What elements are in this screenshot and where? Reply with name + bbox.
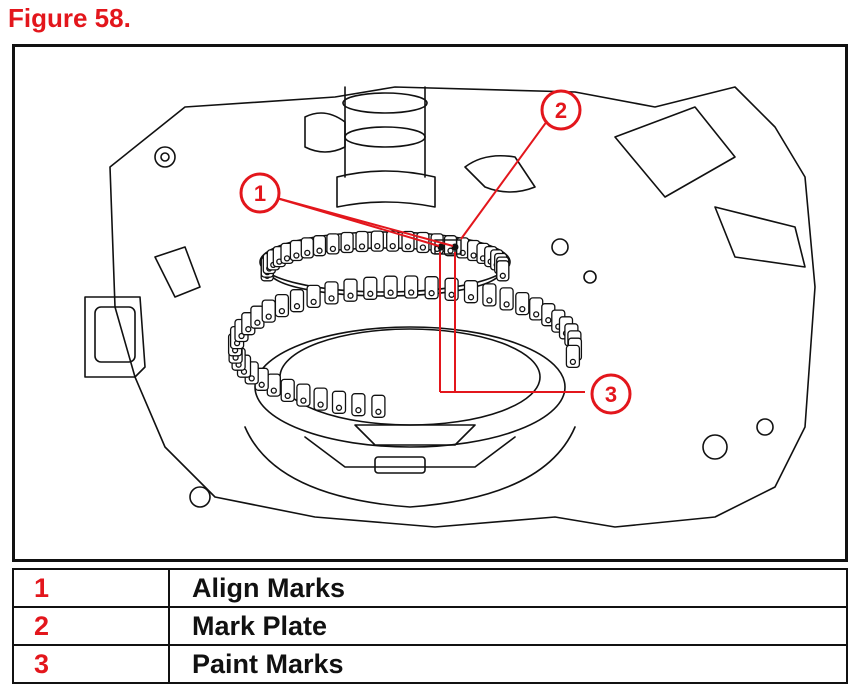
chain-pin [328,295,335,302]
legend-number: 2 [12,606,170,646]
chain-link [424,276,439,300]
chain-pin [310,298,317,306]
timing-chain-lower [227,275,583,418]
timing-chain-upper [260,230,510,282]
chain-pin [245,326,252,333]
callout-3-number: 3 [605,382,617,407]
chain-pin [404,243,412,250]
chain-pin [329,245,337,253]
legend-label: Mark Plate [168,606,848,646]
chain-pin [533,311,540,318]
chain-link [280,378,295,403]
sprocket-hub [304,436,516,468]
chain-pin [503,301,510,308]
legend-number: 1 [12,568,170,608]
chain-pin [428,290,435,297]
chain-pin [283,255,291,262]
chain-pin [499,272,506,279]
callout-2-number: 2 [555,98,567,123]
chain-pin [248,375,255,382]
left-bracket [84,296,146,378]
chain-pin [448,291,455,298]
chain-link [565,344,581,369]
chain-pin [343,244,351,251]
chain-link [306,284,321,309]
chain-pin [300,397,307,404]
figure-title: Figure 58. [8,3,131,33]
chain-pin [317,401,324,408]
chain-link [324,281,339,305]
chain-pin [355,407,362,414]
paint-mark-lines [439,247,456,392]
chain-link [499,287,514,311]
mark-plate [434,239,462,255]
chain-pin [467,294,475,301]
callout-2: 2 [540,89,582,131]
engine-timing-chain-illustration: 1 2 3 [84,86,816,528]
callout-1: 1 [239,172,281,214]
chain-pin [335,404,343,411]
chain-link [515,291,530,316]
chain-pin [387,289,394,296]
chain-link [313,387,328,411]
chain-pin [419,244,427,251]
chain-pin [545,317,552,324]
chain-link [331,390,347,414]
chain-pin [389,242,396,250]
chain-pin [408,289,415,296]
chain-pin [375,408,382,415]
chain-pin [293,252,300,259]
legend-row: 3 Paint Marks [12,644,848,684]
chain-link [274,293,290,318]
chain-link [404,275,419,299]
callout-3: 3 [590,373,632,415]
legend-number: 3 [12,644,170,684]
chain-pin [367,290,374,297]
legend-row: 1 Align Marks [12,568,848,608]
chain-link [351,393,366,417]
align-mark-dot [451,243,459,251]
chain-pin [358,243,366,250]
chain-pin [374,242,381,250]
chain-pin [519,305,526,313]
chain-pin [278,307,286,315]
chain-pin [447,247,454,254]
chain-link [383,275,398,299]
chain-link [482,283,497,307]
legend-label: Align Marks [168,568,848,608]
chain-pin [316,247,323,254]
figure-illustration-frame: 1 2 3 [12,44,848,562]
chain-link [363,276,378,300]
leader-line-1b [272,196,454,247]
chain-link [343,278,358,302]
chain-pin [470,252,477,259]
chain-link [289,289,305,313]
chain-pin [486,297,493,304]
chain-link [371,394,386,418]
chain-pin [254,319,261,326]
legend-label: Paint Marks [168,644,848,684]
leader-line-2 [460,116,551,240]
chain-pin [258,381,265,388]
engine-block-outline [109,86,816,528]
chain-pin [270,387,277,394]
chain-pin [569,358,577,366]
align-mark-dot [437,243,445,251]
legend-table: 1 Align Marks 2 Mark Plate 3 Paint Marks [12,568,848,684]
chain-pin [293,303,301,310]
chain-pin [265,313,272,320]
chain-link [296,383,311,407]
right-bracket [714,206,806,268]
legend-row: 2 Mark Plate [12,606,848,646]
chain-link [463,280,479,304]
callout-1-number: 1 [254,181,266,206]
chain-pin [304,249,311,257]
chain-pin [284,392,291,400]
chain-pin [347,292,354,299]
